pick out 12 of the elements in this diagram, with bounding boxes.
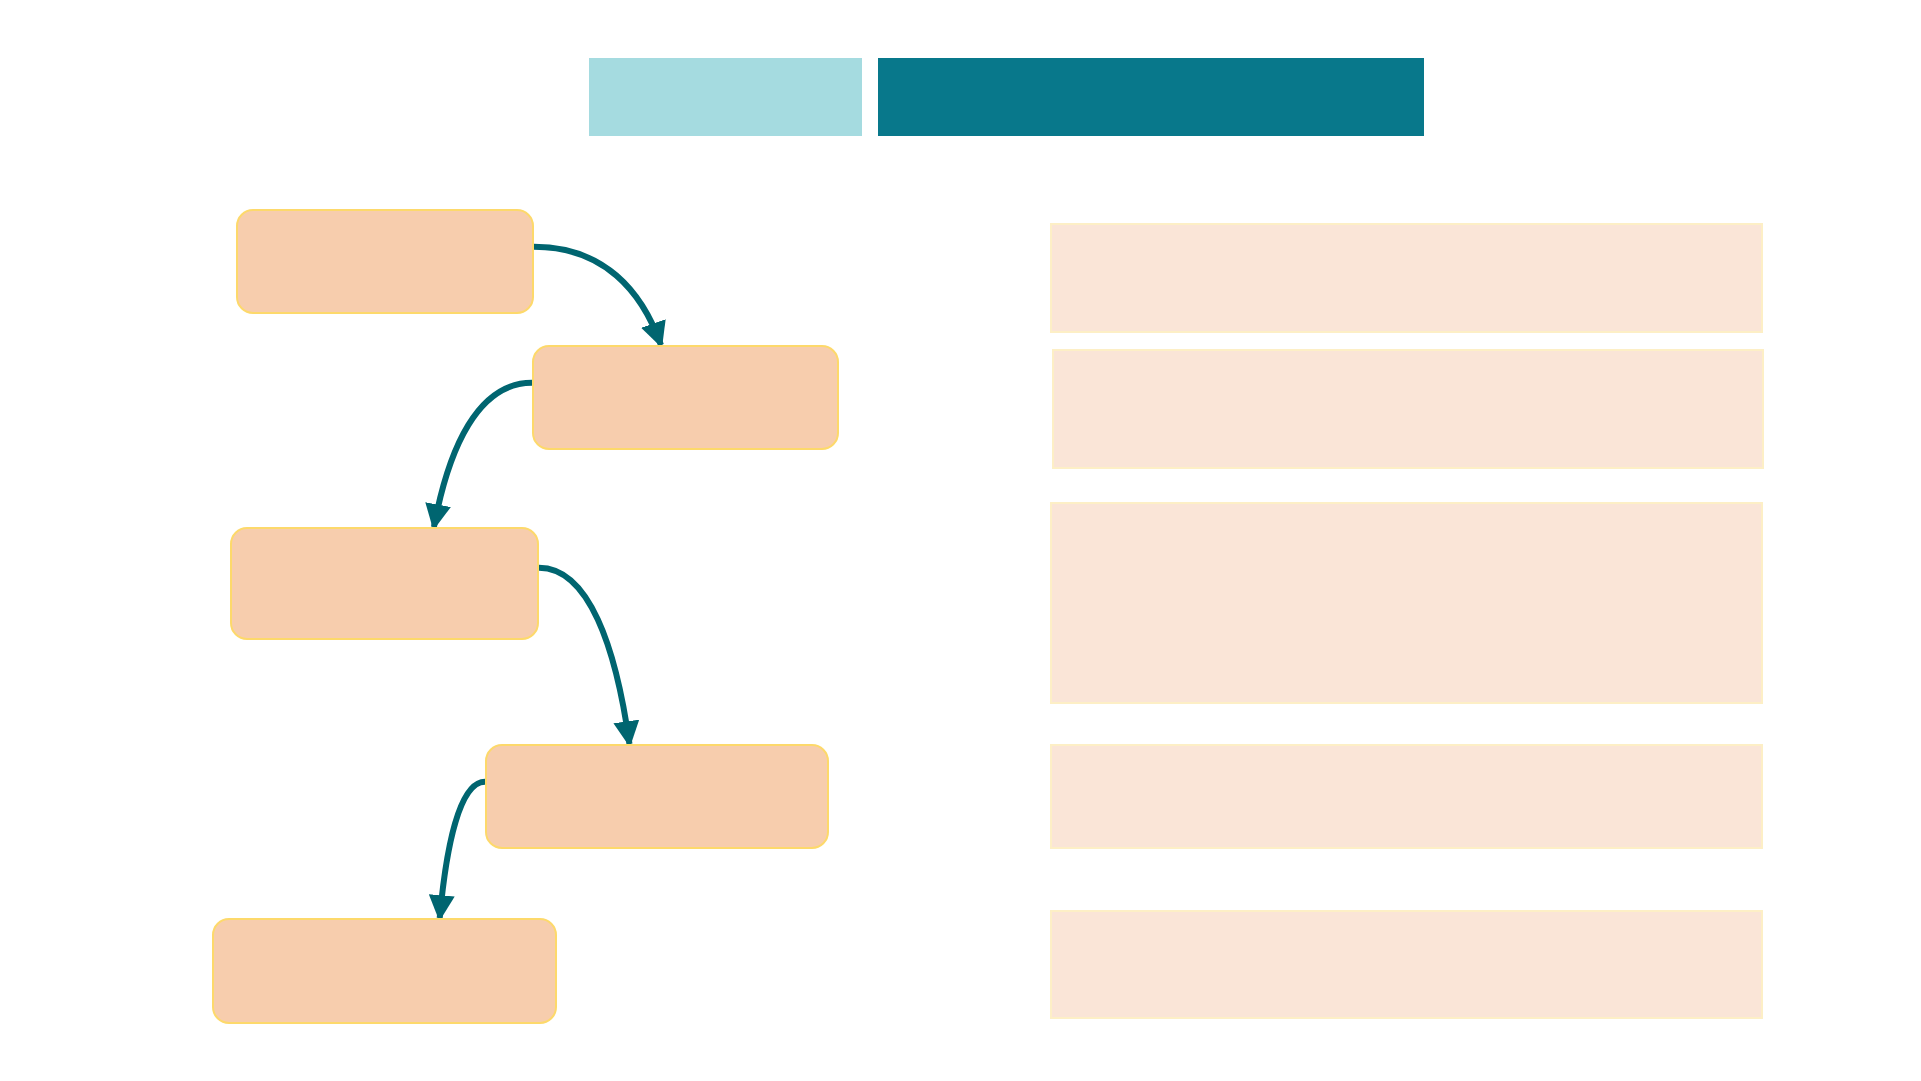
process-box (212, 918, 557, 1024)
process-box (236, 209, 534, 314)
process-box (532, 345, 839, 450)
text-panel (1052, 349, 1764, 469)
text-panel (1050, 744, 1763, 849)
text-panel (1050, 223, 1763, 333)
text-panel (1050, 910, 1763, 1019)
text-panel (1050, 502, 1763, 704)
header-bar (878, 58, 1424, 136)
process-box (230, 527, 539, 640)
process-box (485, 744, 829, 849)
header-bar (589, 58, 862, 136)
